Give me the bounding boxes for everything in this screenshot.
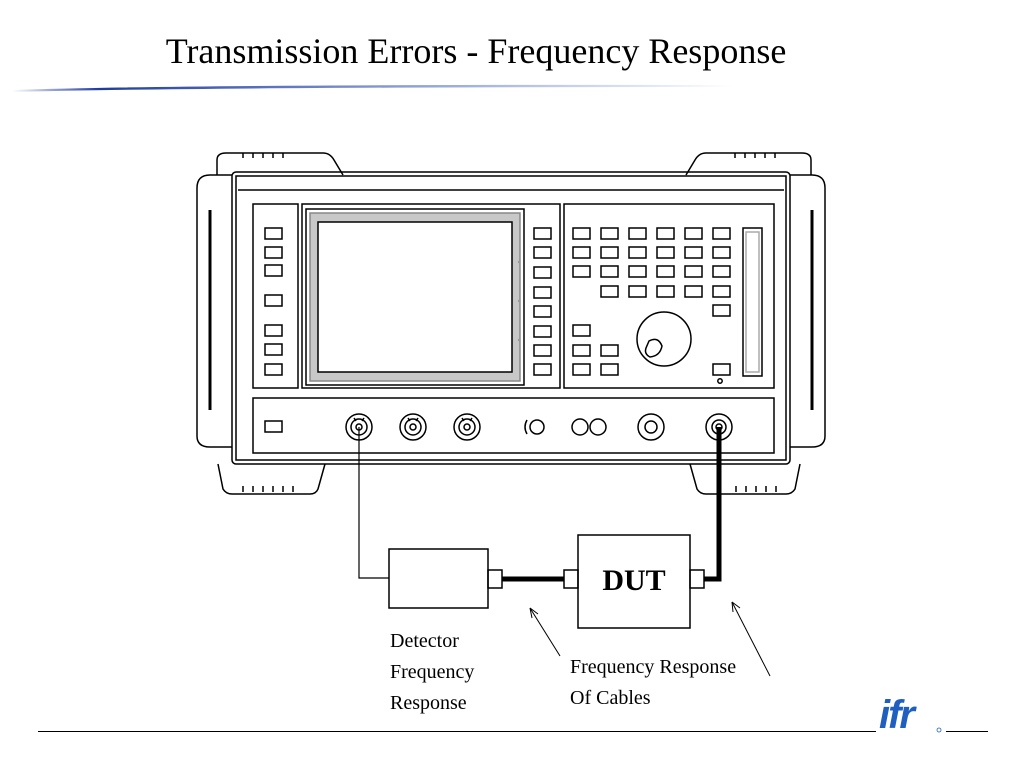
rotary-knob[interactable] — [636, 311, 692, 367]
detector-box — [388, 548, 489, 609]
detector-response-label: Detector Frequency Response — [390, 626, 474, 719]
detector-label-line: Response — [390, 692, 467, 714]
connector-panel — [252, 397, 775, 454]
display-screen — [317, 221, 513, 373]
cables-label-line: Frequency Response — [570, 656, 737, 678]
dut-label: DUT — [602, 564, 666, 597]
power-switch[interactable] — [264, 420, 283, 433]
headphone-jack[interactable] — [524, 419, 545, 435]
left-side-handle — [196, 174, 232, 448]
instrument-body — [231, 171, 791, 465]
arrow-to-cable-left — [529, 607, 561, 657]
dut-left-connector — [563, 569, 579, 589]
bottom-left-foot — [217, 463, 326, 495]
cable-dut-rf — [704, 427, 722, 582]
slide-title: Transmission Errors - Frequency Response — [165, 31, 787, 71]
connector-3[interactable] — [453, 413, 481, 441]
detector-label-line: Detector — [390, 630, 459, 652]
detector-cable — [358, 427, 389, 579]
side-slot — [742, 227, 763, 377]
svg-text:ifr: ifr — [879, 693, 917, 736]
keypad-panel — [563, 203, 775, 389]
footer-rule — [38, 731, 988, 732]
cables-response-label: Frequency Response Of Cables — [570, 652, 736, 714]
detector-label-line: Frequency — [390, 661, 475, 683]
control-knob-right[interactable] — [589, 418, 607, 436]
arrow-to-cable-right — [731, 601, 771, 677]
cables-label-line: Of Cables — [570, 687, 651, 709]
display-panel — [301, 203, 561, 389]
connector-2[interactable] — [399, 413, 427, 441]
right-soft-keys[interactable] — [533, 227, 552, 376]
dut-right-connector — [689, 569, 705, 589]
connector-4[interactable] — [637, 413, 665, 441]
detector-connector — [487, 569, 503, 589]
top-right-handle — [685, 152, 812, 176]
top-left-handle — [216, 152, 344, 176]
right-side-handle — [790, 174, 826, 448]
left-button-panel — [252, 203, 299, 389]
bottom-right-foot — [689, 463, 801, 495]
control-knob-left[interactable] — [571, 418, 589, 436]
left-soft-keys[interactable] — [264, 227, 283, 376]
keypad-keys[interactable] — [572, 227, 731, 376]
title-underline — [12, 84, 732, 92]
ifr-logo: ifr — [876, 690, 946, 736]
